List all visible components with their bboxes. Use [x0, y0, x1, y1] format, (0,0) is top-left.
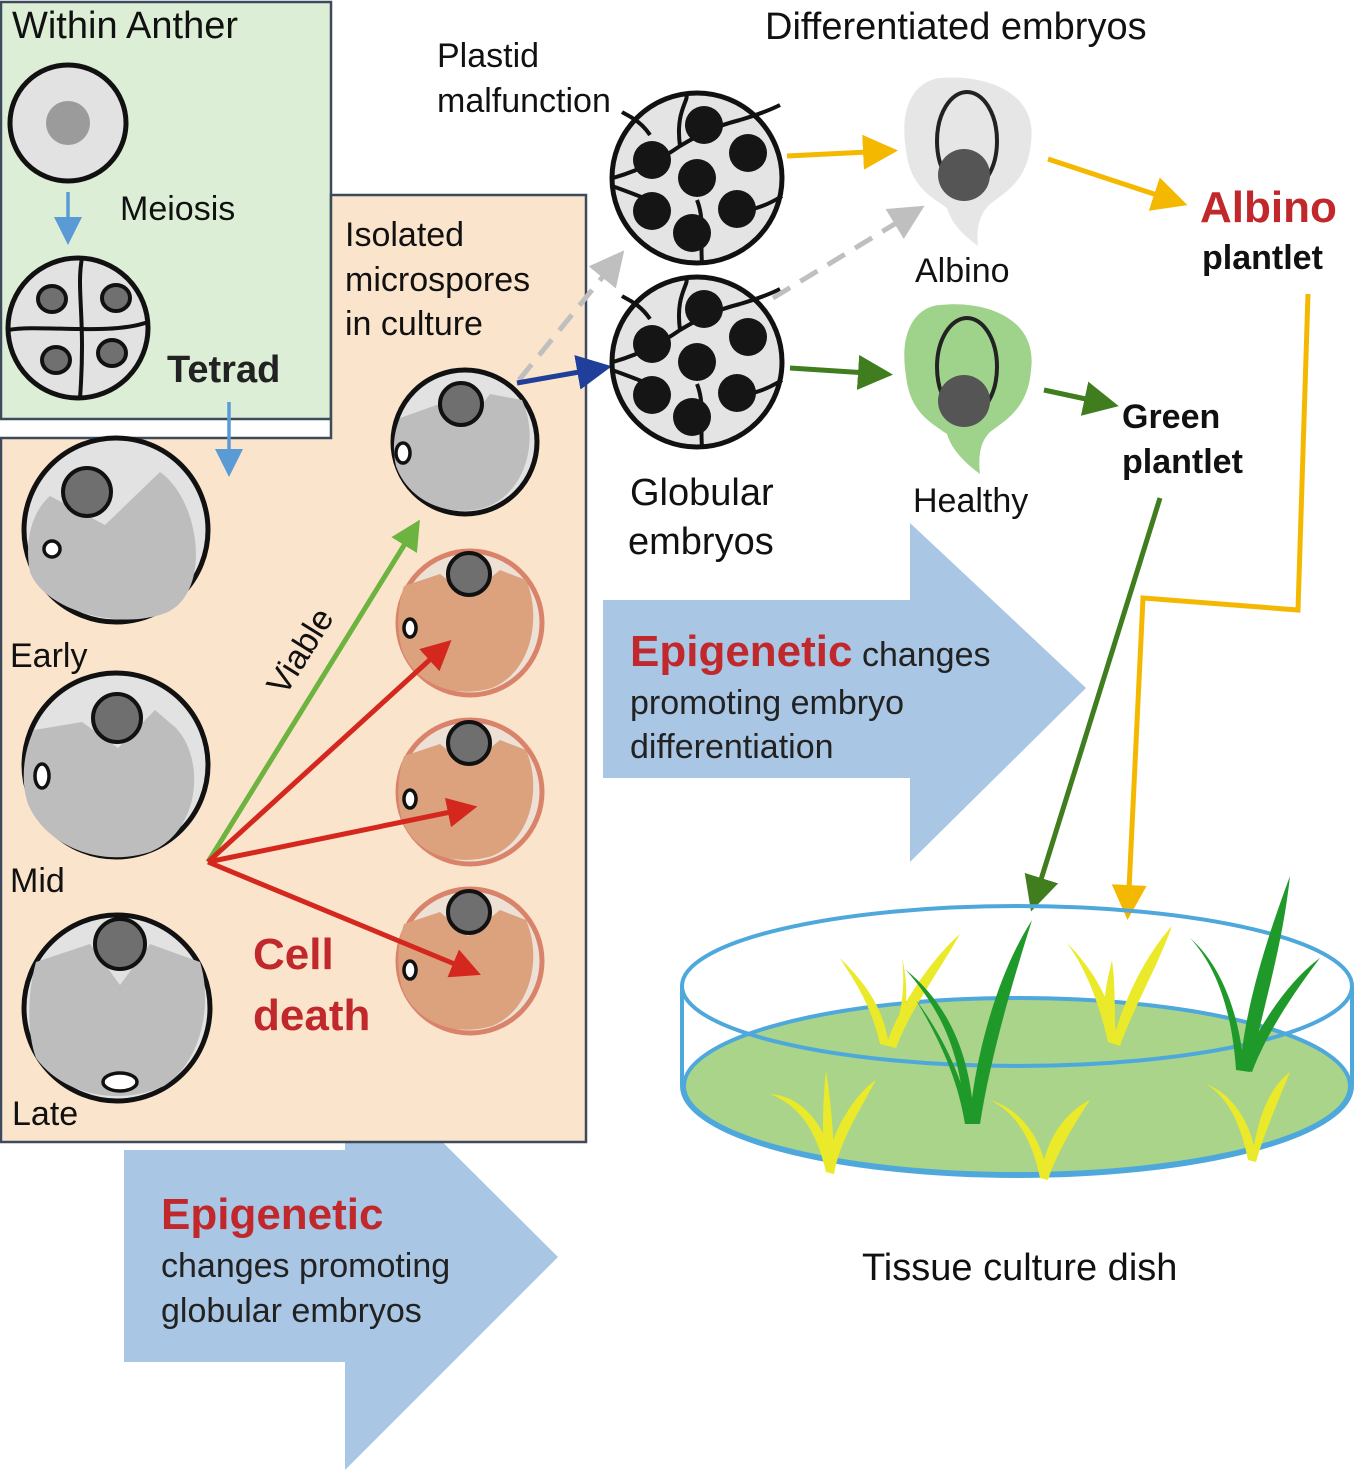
- epigenetic-changes-right: changes: [853, 636, 991, 674]
- cell-death-arrow-3: [207, 859, 481, 978]
- to-globular-arrow: [516, 355, 612, 390]
- epigenetic-text-bottom-line2: changes promoting: [161, 1247, 450, 1285]
- green-plantlet-label-line2: plantlet: [1122, 443, 1243, 481]
- to-albino-embryo-arrow: [786, 134, 898, 170]
- epigenetic-word-bottom: Epigenetic: [161, 1190, 384, 1239]
- mid-microspore: [21, 670, 211, 860]
- tetrad-label: Tetrad: [167, 349, 280, 391]
- epigenetic-text-right-line1: Epigenetic changes: [630, 627, 991, 676]
- green-plantlet-to-dish-arrow: [1024, 497, 1163, 912]
- to-healthy-embryo-arrow: [789, 354, 893, 390]
- globular-to-albino-dashed-arrow: [771, 205, 925, 301]
- dead-cell-1: [395, 548, 545, 698]
- epigenetic-arrow-right: [603, 523, 1086, 862]
- meiosis-label: Meiosis: [120, 190, 235, 228]
- mid-label: Mid: [10, 862, 65, 900]
- to-albino-plantlet-arrow: [1047, 156, 1188, 211]
- epigenetic-word-right: Epigenetic: [630, 627, 853, 676]
- globular-embryo: [609, 274, 785, 450]
- isolated-label-line1: Isolated: [345, 216, 464, 254]
- tetrad-cell: [5, 255, 151, 401]
- dead-cell-3: [395, 886, 545, 1036]
- epigenetic-arrow-bottom: [124, 1045, 558, 1470]
- cell-death-label-line1: Cell: [253, 930, 334, 979]
- epigenetic-text-right-line3: differentiation: [630, 728, 834, 766]
- plastid-malfunction-arrow: [517, 250, 625, 382]
- cell-death-arrow-2: [207, 797, 478, 865]
- epigenetic-text-right-line2: promoting embryo: [630, 684, 904, 722]
- tissue-culture-dish: [680, 876, 1354, 1180]
- mother-cell: [7, 62, 129, 184]
- green-plantlet-label-line1: Green: [1122, 398, 1220, 436]
- albino-embryo-label: Albino: [915, 252, 1010, 290]
- early-label: Early: [10, 637, 87, 675]
- isolated-label-line2: microspores: [345, 261, 530, 299]
- isolated-label-line3: in culture: [345, 305, 483, 343]
- globular-label-line2: embryos: [628, 521, 774, 563]
- healthy-embryo-label: Healthy: [913, 482, 1028, 520]
- albino-embryo: [904, 77, 1032, 246]
- plastid-label-line1: Plastid: [437, 37, 539, 75]
- globular-embryo-plastid-malfunction: [609, 90, 785, 266]
- viable-microspore: [390, 367, 540, 517]
- tissue-culture-dish-label: Tissue culture dish: [862, 1247, 1177, 1289]
- epigenetic-text-bottom-line3: globular embryos: [161, 1292, 422, 1330]
- viable-arrow: [205, 519, 420, 864]
- albino-plantlet-to-dish-arrow: [1111, 293, 1311, 920]
- globular-label-line1: Globular: [630, 472, 774, 514]
- differentiated-embryos-label: Differentiated embryos: [765, 6, 1147, 48]
- cell-death-arrow-1: [206, 639, 452, 864]
- early-microspore: [21, 435, 211, 625]
- cell-death-label-line2: death: [253, 991, 370, 1040]
- plastid-label-line2: malfunction: [437, 82, 611, 120]
- albino-plantlets: [770, 926, 1290, 1180]
- dead-cell-2: [395, 717, 545, 867]
- healthy-embryo: [904, 304, 1032, 474]
- green-plantlets: [906, 876, 1320, 1124]
- to-green-plantlet-arrow: [1043, 381, 1119, 416]
- albino-plantlet-label-line1: Albino: [1200, 183, 1337, 232]
- late-microspore: [21, 912, 213, 1104]
- late-label: Late: [12, 1095, 78, 1133]
- within-anther-label: Within Anther: [12, 5, 238, 47]
- albino-plantlet-label-line2: plantlet: [1202, 239, 1323, 277]
